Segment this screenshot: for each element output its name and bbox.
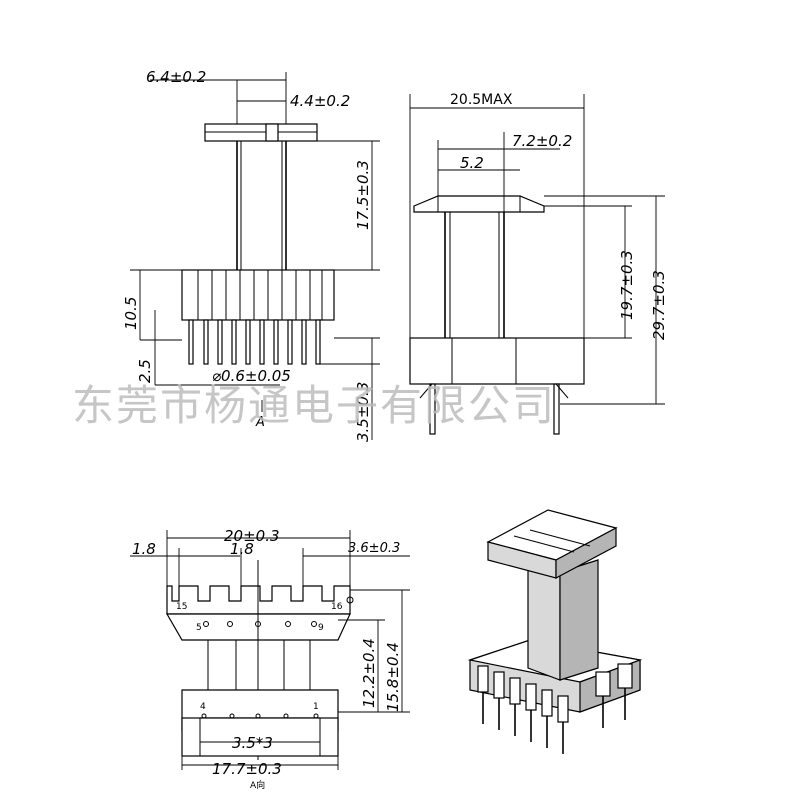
- pin-label-1: 1: [313, 702, 319, 712]
- dim-core-height: 17.5±0.3: [354, 160, 372, 230]
- dim-pin-offset-left: 1.8: [132, 540, 156, 558]
- pin-label-4: 4: [200, 702, 206, 712]
- dim-pin-diameter: ⌀0.6±0.05: [212, 367, 291, 385]
- company-watermark: 东莞市杨通电子有限公司: [72, 381, 556, 430]
- iso-pins: [482, 688, 626, 754]
- dim-depth-inner: 12.2±0.4: [360, 638, 378, 708]
- dim-max-width: 20.5MAX: [450, 92, 513, 108]
- view-a-marker: A: [255, 415, 265, 430]
- dim-base-length: 20±0.3: [224, 527, 280, 545]
- view-a-bottom-label: A向: [250, 779, 265, 791]
- dim-base-height: 10.5: [122, 297, 140, 330]
- dim-depth-outer: 15.8±0.4: [384, 642, 402, 712]
- dim-body-height: 19.7±0.3: [618, 250, 636, 320]
- dim-pin-length: 3.5±0.3: [354, 382, 372, 442]
- front-pins: [188, 319, 321, 365]
- pin-label-5: 5: [196, 623, 202, 633]
- side-view: 20.5MAX 7.2±0.2 5.2 19.7±0.3 29.7±0.3: [409, 92, 668, 435]
- dim-bottom-pitch: 3.5*3: [232, 734, 273, 752]
- pin-label-16: 16: [331, 602, 343, 612]
- dim-end-width: 3.6±0.3: [348, 541, 400, 556]
- dim-center-width: 5.2: [460, 154, 484, 172]
- dim-pin-height: 2.5: [136, 359, 154, 383]
- isometric-view: [467, 509, 643, 754]
- dim-pin-pitch: 1.8: [230, 540, 254, 558]
- dim-slot-width: 7.2±0.2: [512, 132, 572, 150]
- pin-label-9: 9: [318, 623, 324, 633]
- dim-top-width: 6.4±0.2: [146, 68, 206, 86]
- dim-bottom-length: 17.7±0.3: [212, 760, 282, 778]
- base-ribs: [197, 270, 323, 320]
- bottom-view: 15 16 5 9 4 1: [130, 527, 410, 791]
- dim-inner-width: 4.4±0.2: [290, 92, 350, 110]
- front-view: 6.4±0.2 4.4±0.2 17.5±0.3 10.5 2.5 ⌀0.6±0…: [122, 68, 380, 442]
- pin-label-15: 15: [176, 602, 187, 612]
- dim-total-height: 29.7±0.3: [650, 270, 668, 340]
